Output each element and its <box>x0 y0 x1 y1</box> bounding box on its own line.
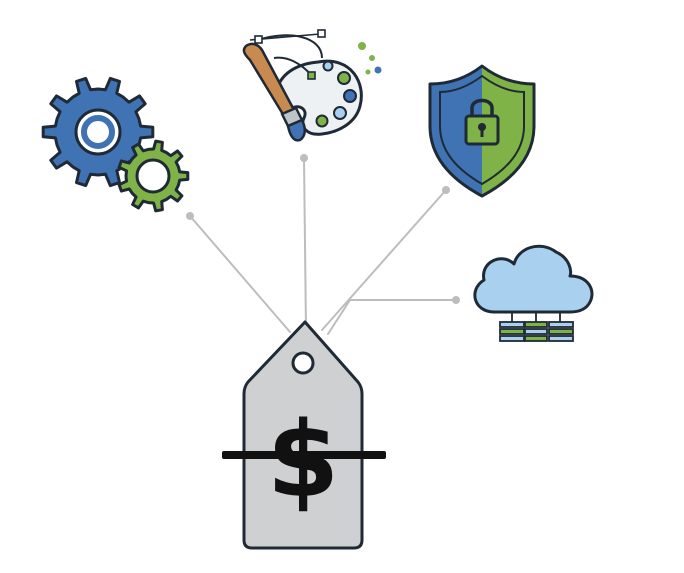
price-tag-hole <box>291 351 315 375</box>
connector-dots <box>186 154 460 304</box>
price-tag-body <box>242 320 364 550</box>
gear-small <box>117 139 190 213</box>
paint-palette-icon <box>242 29 382 142</box>
paint-brush <box>242 42 306 142</box>
padlock-icon <box>464 98 500 146</box>
connector-dot-palette <box>300 154 308 162</box>
cloud-shape <box>473 244 594 314</box>
connector-shield <box>321 189 447 331</box>
connector-dot-shield <box>442 186 450 194</box>
connectors <box>189 157 457 335</box>
price-tag-dollar-icon: $ <box>222 320 386 550</box>
connector-gears <box>189 215 291 333</box>
security-shield-lock-icon <box>428 64 536 198</box>
gears-icon <box>41 76 190 213</box>
server-racks <box>499 312 574 342</box>
gear-large <box>41 76 155 188</box>
connector-cloud <box>327 299 457 335</box>
connector-dot-cloud <box>452 296 460 304</box>
strike-bar <box>222 451 386 459</box>
cloud-server-icon <box>473 244 594 342</box>
bezier-curve <box>257 34 323 59</box>
connector-dot-gears <box>186 212 194 220</box>
dollar-symbol: $ <box>267 399 339 521</box>
connector-palette <box>303 157 307 331</box>
